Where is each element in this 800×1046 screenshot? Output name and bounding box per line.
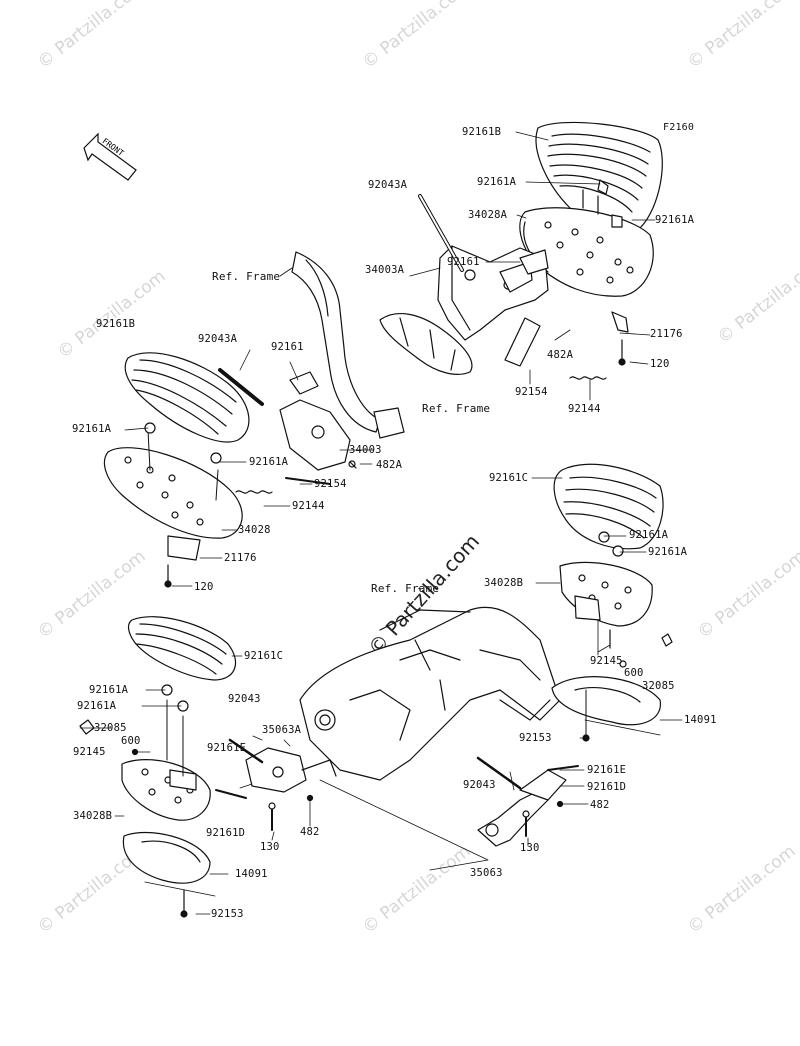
part-label[interactable]: 92145 xyxy=(590,655,623,667)
pin-92043A-upper xyxy=(418,194,464,272)
part-label[interactable]: 482 xyxy=(300,826,320,838)
part-label[interactable]: 21176 xyxy=(650,328,683,340)
heel-guard-14091-left xyxy=(122,831,211,884)
part-label[interactable]: 92161E xyxy=(587,764,627,776)
part-label[interactable]: 482A xyxy=(376,459,403,471)
footboard-rubber-left-lower xyxy=(127,616,237,681)
part-label[interactable]: 92154 xyxy=(515,386,548,398)
part-label[interactable]: 92161D xyxy=(206,827,246,839)
bracket-21176-left xyxy=(167,535,201,561)
pin-92043A-left xyxy=(218,368,264,406)
reference-label: Ref. Frame xyxy=(422,402,491,415)
part-label[interactable]: 92154 xyxy=(314,478,347,490)
part-label[interactable]: 92043A xyxy=(198,333,238,345)
part-label[interactable]: 92161 xyxy=(271,341,304,353)
part-label[interactable]: 92161A xyxy=(477,176,517,188)
part-label[interactable]: 92144 xyxy=(292,500,325,512)
part-label[interactable]: 92161A xyxy=(655,214,695,226)
part-label[interactable]: 130 xyxy=(260,841,280,853)
part-label[interactable]: 130 xyxy=(520,842,540,854)
part-label[interactable]: 34003 xyxy=(349,444,382,456)
part-label[interactable]: 92153 xyxy=(519,732,552,744)
part-label[interactable]: 92161C xyxy=(244,650,284,662)
reference-label: Ref. Frame xyxy=(212,270,281,283)
part-label[interactable]: 92144 xyxy=(568,403,601,415)
part-label[interactable]: 92145 xyxy=(73,746,106,758)
footboard-rubber-left-upper xyxy=(124,352,250,443)
part-label[interactable]: 35063A xyxy=(262,724,302,736)
part-label[interactable]: 92161B xyxy=(96,318,136,330)
part-label[interactable]: 120 xyxy=(194,581,214,593)
footboard-plate-right-lower xyxy=(559,561,653,627)
part-label[interactable]: 34028B xyxy=(73,810,113,822)
part-label[interactable]: 92161D xyxy=(587,781,627,793)
part-label[interactable]: 34028 xyxy=(238,524,271,536)
part-label[interactable]: 21176 xyxy=(224,552,257,564)
part-label[interactable]: 482 xyxy=(590,799,610,811)
part-label[interactable]: 14091 xyxy=(684,714,717,726)
part-label[interactable]: 32085 xyxy=(642,680,675,692)
part-label[interactable]: 600 xyxy=(121,735,141,747)
footboard-plate-left-lower xyxy=(121,759,211,821)
part-label[interactable]: 14091 xyxy=(235,868,268,880)
footboard-plate-left-upper xyxy=(103,447,243,539)
part-label[interactable]: 92161B xyxy=(462,126,502,138)
front-direction-icon: FRONT xyxy=(83,132,137,181)
heel-guard-14091-right xyxy=(551,676,661,726)
part-label[interactable]: 92161A xyxy=(629,529,669,541)
bolt-92154-left xyxy=(285,477,331,485)
leader-lines xyxy=(79,131,683,915)
part-label[interactable]: 92161 xyxy=(447,256,480,268)
rubber-cap-upper xyxy=(597,179,609,195)
ref-frame-center xyxy=(299,606,561,781)
bracket-35063A xyxy=(228,738,307,793)
ref-frame-upper xyxy=(379,313,473,375)
part-label[interactable]: 92161E xyxy=(207,742,247,754)
footboard-rubber-right-lower xyxy=(553,463,664,550)
spring-92144-left xyxy=(235,490,273,494)
part-label[interactable]: 34003A xyxy=(365,264,405,276)
part-label[interactable]: 92161A xyxy=(648,546,688,558)
part-label[interactable]: 120 xyxy=(650,358,670,370)
part-label[interactable]: 92161A xyxy=(249,456,289,468)
part-label[interactable]: 34028A xyxy=(468,209,508,221)
part-label[interactable]: 92043A xyxy=(368,179,408,191)
bracket-21176-upper xyxy=(611,311,629,333)
part-label[interactable]: 92161A xyxy=(89,684,129,696)
spring-92144-upper xyxy=(569,376,607,380)
part-label[interactable]: 32085 xyxy=(94,722,127,734)
bolt-92154-upper xyxy=(504,317,541,367)
part-label[interactable]: 482A xyxy=(547,349,574,361)
diagram-code: F2160 xyxy=(663,122,695,133)
part-label[interactable]: 92153 xyxy=(211,908,244,920)
bracket-35063 xyxy=(476,756,567,847)
part-label[interactable]: 600 xyxy=(624,667,644,679)
part-label[interactable]: 92043 xyxy=(463,779,496,791)
part-label[interactable]: 34028B xyxy=(484,577,524,589)
part-label[interactable]: 35063 xyxy=(470,867,503,879)
bracket-right-upper xyxy=(437,245,549,341)
part-label[interactable]: 92161A xyxy=(72,423,112,435)
reference-label: Ref. Frame xyxy=(371,582,440,595)
part-label[interactable]: 92043 xyxy=(228,693,261,705)
part-label[interactable]: 92161C xyxy=(489,472,529,484)
part-label[interactable]: 92161A xyxy=(77,700,117,712)
